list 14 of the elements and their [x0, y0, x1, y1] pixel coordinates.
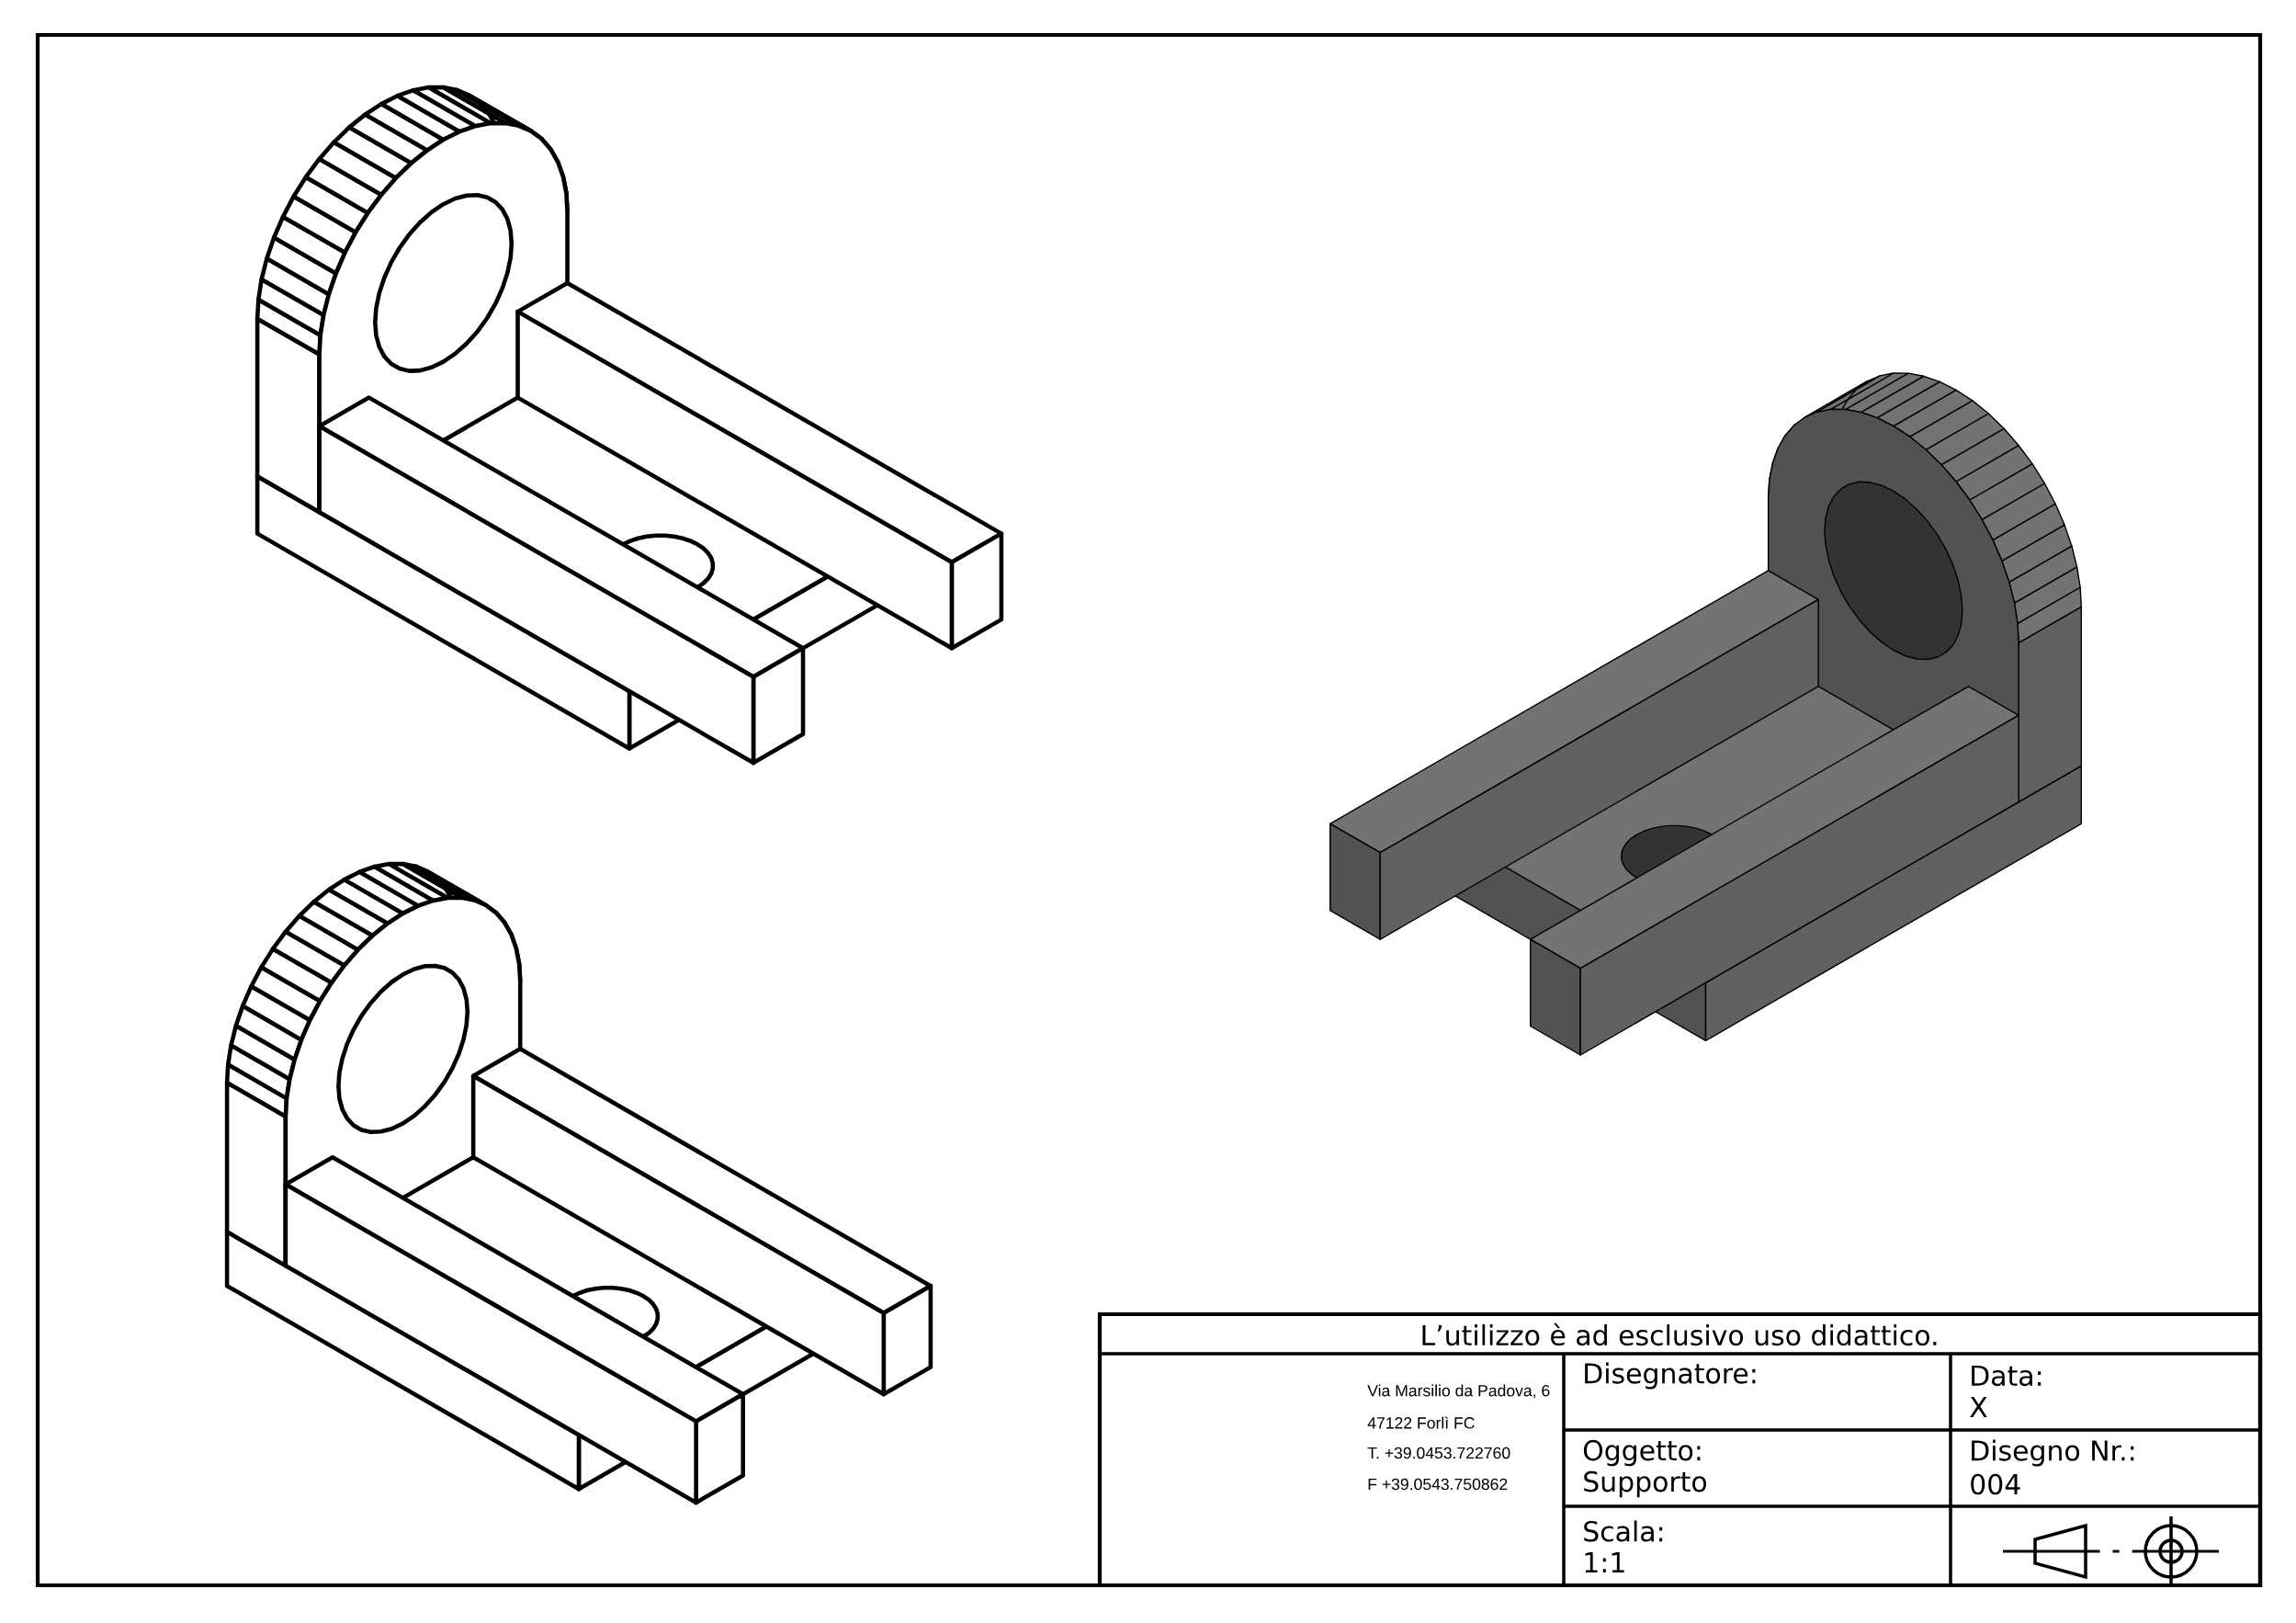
field-value: 1:1 — [1585, 1552, 1624, 1572]
field-label: Data: — [1972, 1365, 2042, 1387]
address-text: F +39.0543.750862 — [1368, 1478, 1508, 1491]
address-text: 47122 Forlì FC — [1367, 1416, 1475, 1429]
field-label: Scala: — [1584, 1520, 1663, 1542]
field-label: Disegnatore: — [1585, 1362, 1756, 1390]
field-value: X — [1970, 1397, 1987, 1417]
address-text: T. +39.0453.722760 — [1367, 1447, 1510, 1459]
field-label: Oggetto: — [1583, 1439, 1701, 1467]
address-text: Via Marsilio da Padova, 6 — [1367, 1384, 1550, 1399]
notice-text: L’utilizzo è ad esclusivo uso didattico. — [1422, 1322, 1937, 1346]
field-value: Supporto — [1584, 1470, 1707, 1498]
field-label: Disegno Nr.: — [1972, 1439, 2134, 1467]
field-value: 004 — [1971, 1473, 2020, 1495]
